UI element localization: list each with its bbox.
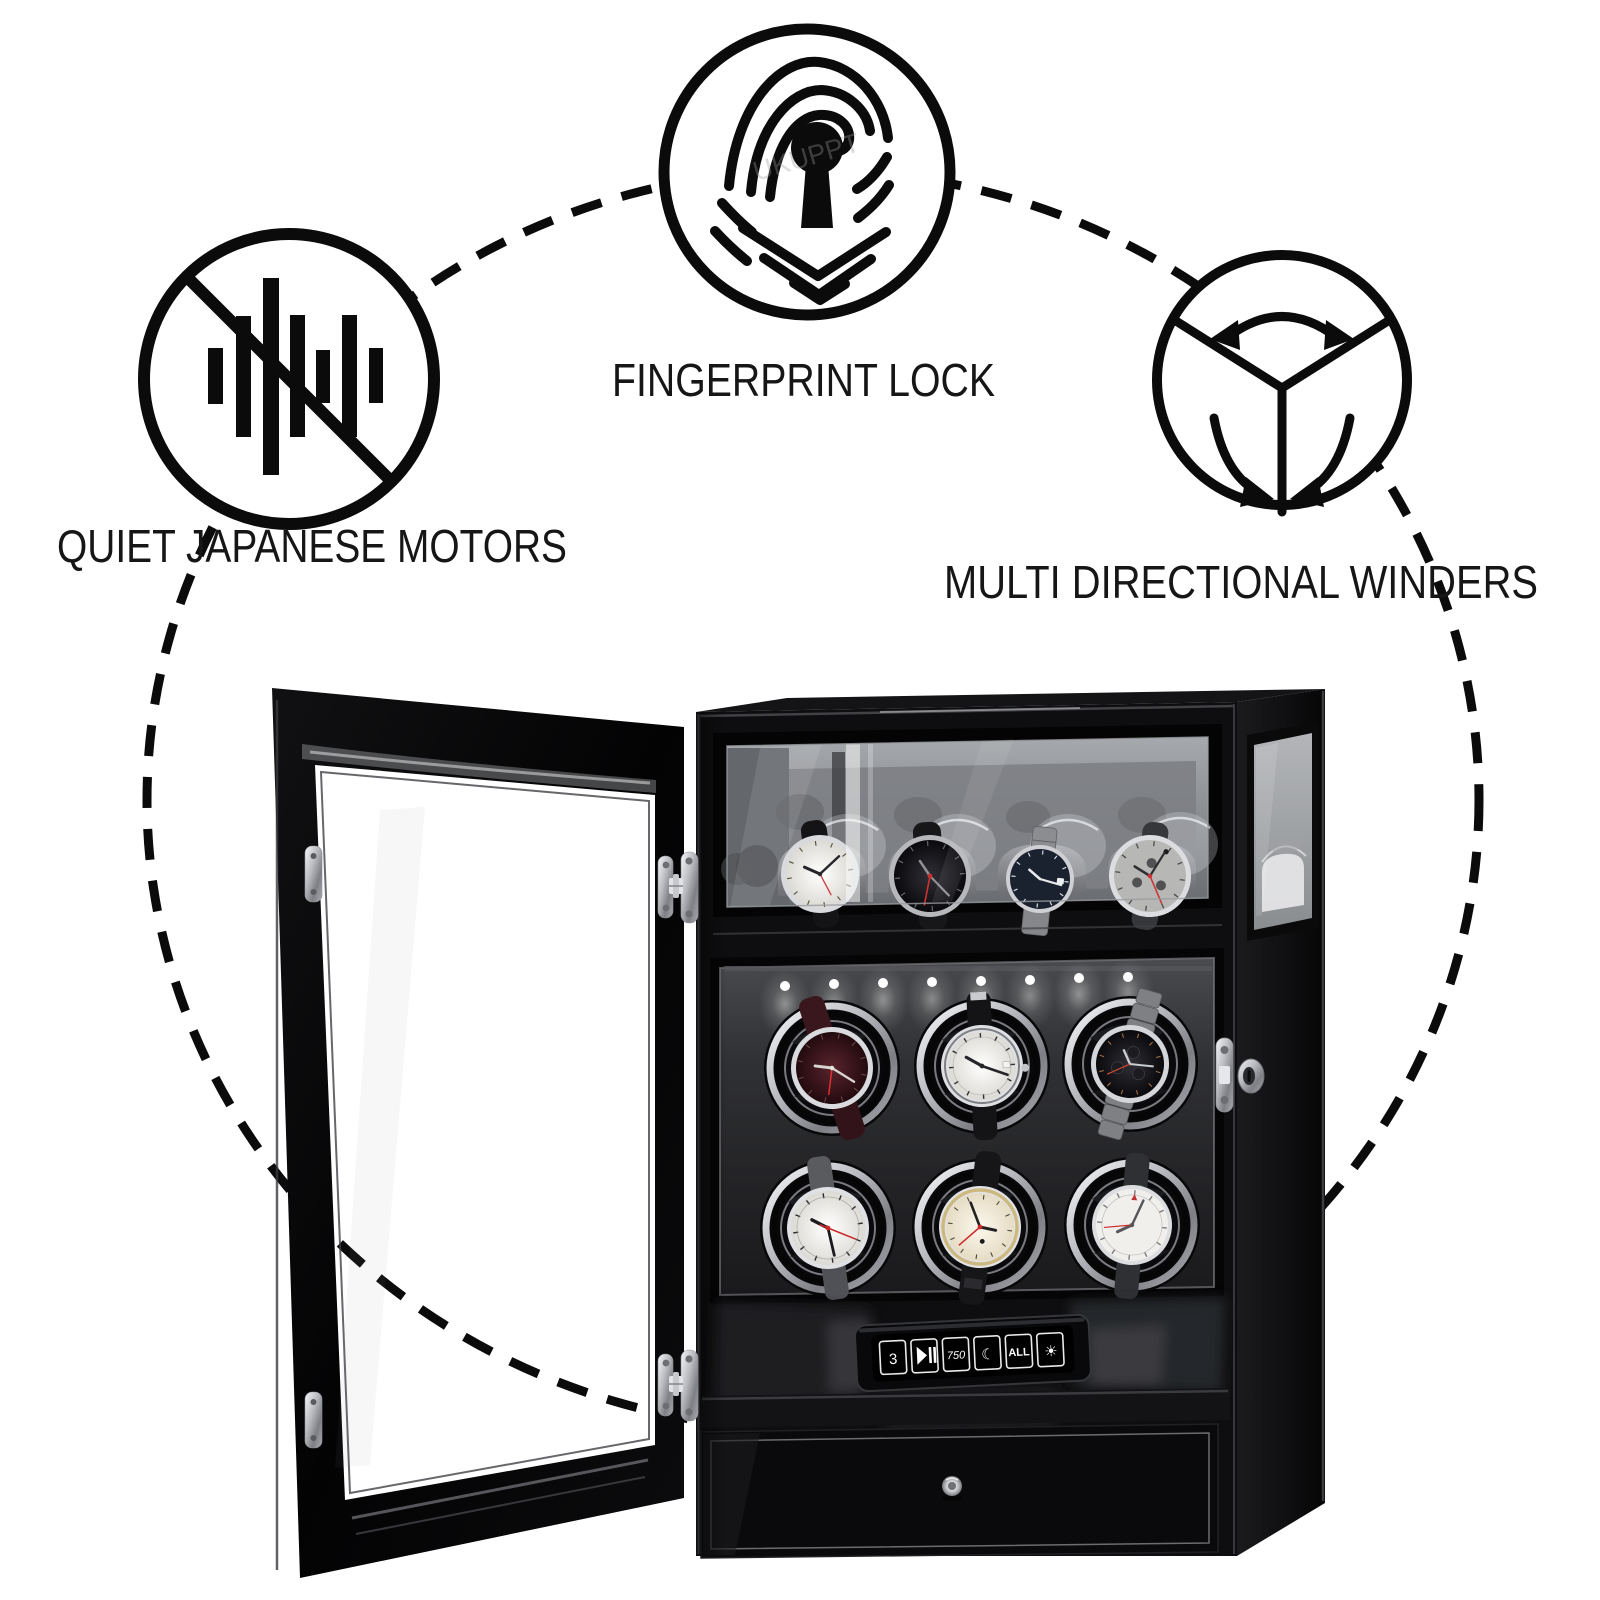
panel-button-count: 3 (889, 1351, 898, 1368)
panel-button-tpd: 750 (947, 1349, 967, 1362)
winder-watch-burgundy (787, 995, 877, 1141)
shelf-watch-grey-chrono (1109, 821, 1191, 931)
feature-label-fingerprint-lock: FINGERPRINT LOCK (612, 354, 995, 406)
key-lock-cylinder (1237, 1058, 1265, 1094)
fingerprint-keyhole-icon: UKUPPT (658, 23, 956, 321)
winder-watch-white-arabic (941, 991, 1030, 1141)
shelf-watch-white (781, 820, 859, 928)
drawer-knob (942, 1476, 962, 1501)
panel-button-light: ☀ (1044, 1343, 1058, 1361)
cabinet-body: 3 750 ☾ ALL ☀ (657, 689, 1325, 1559)
panel-button-night-mode: ☾ (981, 1346, 995, 1364)
panel-button-play-pause-icon (916, 1346, 937, 1365)
winder-watch-silver (1092, 1152, 1172, 1300)
multi-direction-rotation-icon (1152, 250, 1412, 517)
winder-watch-black-chrono (1090, 987, 1170, 1141)
storage-drawer (700, 1423, 1219, 1559)
control-panel: 3 750 ☾ ALL ☀ (854, 1313, 1092, 1393)
door-latch-plate-top (304, 845, 323, 903)
cabinet-top-face (696, 689, 1325, 712)
muted-sound-waves-icon (138, 228, 440, 530)
door-glass-reflection (335, 807, 425, 1468)
display-shelf (713, 724, 1222, 937)
panel-button-all: ALL (1008, 1346, 1030, 1359)
winder-compartment (710, 948, 1224, 1305)
feature-label-multi-directional: MULTI DIRECTIONAL WINDERS (944, 556, 1538, 608)
lock-latch-plate (1215, 1037, 1234, 1113)
winder-watch-white-dots (787, 1156, 869, 1300)
door-latch-plate-bottom (304, 1391, 323, 1449)
side-display-window (1247, 722, 1318, 941)
cabinet-glass-door (272, 688, 684, 1578)
winder-watch-cream-gold (939, 1151, 1021, 1305)
feature-label-quiet-motors: QUIET JAPANESE MOTORS (57, 520, 567, 572)
